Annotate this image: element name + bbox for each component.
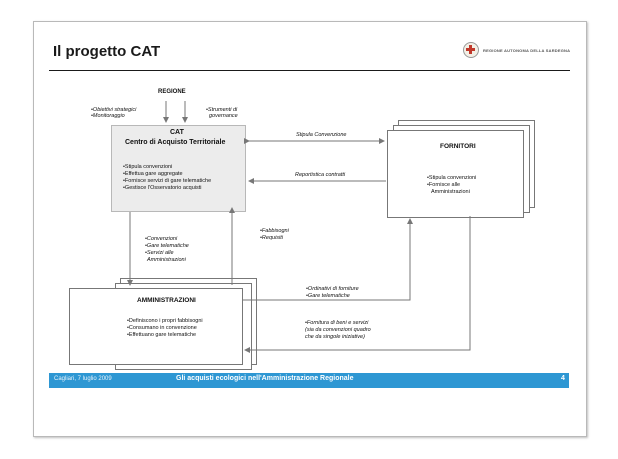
fornitori-item: •Stipula convenzioni (427, 175, 477, 181)
title-divider (49, 70, 570, 71)
region-seal-icon (463, 42, 479, 58)
cat-item: •Gestisce l'Osservatorio acquisti (123, 185, 202, 191)
slide-title: Il progetto CAT (53, 43, 161, 60)
flow-label-amm-to-forn: •Gare telematiche (306, 293, 350, 299)
footer-bar (49, 373, 569, 388)
flow-label-forn-to-amm: (sia da convenzioni quadro (305, 327, 371, 333)
footer-title: Gli acquisti ecologici nell'Amministrazi… (176, 375, 354, 382)
page-number: 4 (561, 375, 565, 382)
flow-label-cat-to-amm: •Gare telematiche (145, 243, 189, 249)
flow-label-amm-to-cat: •Fabbisogni (260, 228, 289, 234)
regione-item: •Obiettivi strategici (91, 107, 137, 113)
regione-item: •Strumenti di (206, 107, 238, 113)
amministrazioni-card (69, 288, 243, 365)
flow-label-amm-to-forn: •Ordinativi di forniture (306, 286, 359, 292)
amministrazioni-item: •Definiscono i propri fabbisogni (127, 318, 203, 324)
fornitori-title: FORNITORI (440, 143, 476, 150)
regione-title: REGIONE (158, 89, 186, 95)
fornitori-card (387, 130, 524, 218)
regione-item: governance (209, 113, 238, 119)
amministrazioni-item: •Consumano in convenzione (127, 325, 197, 331)
cat-title: CAT (170, 129, 184, 136)
flow-label-reportistica: Reportistica contratti (295, 172, 346, 178)
cat-item: •Stipula convenzioni (123, 164, 173, 170)
region-logo: REGIONE AUTONOMA DELLA SARDEGNA (463, 42, 570, 58)
flow-label-cat-to-amm: Amministrazioni (147, 257, 186, 263)
regione-item: •Monitoraggio (91, 113, 125, 119)
region-logo-text: REGIONE AUTONOMA DELLA SARDEGNA (483, 47, 571, 53)
amm-to-forn-arrow (243, 218, 413, 301)
forn-to-amm-arrow (244, 216, 471, 353)
fornitori-item: •Fornisce alle (427, 182, 461, 188)
flow-label-stipula: Stipula Convenzione (296, 132, 347, 138)
cat-subtitle: Centro di Acquisto Territoriale (125, 139, 226, 146)
fornitori-item: Amministrazioni (431, 189, 470, 195)
flow-label-cat-to-amm: •Servizi alle (145, 250, 174, 256)
footer-date: Cagliari, 7 luglio 2009 (54, 376, 112, 382)
amministrazioni-title: AMMINISTRAZIONI (137, 297, 196, 304)
cat-item: •Fornisce servizi di gare telematiche (123, 178, 212, 184)
cat-box (111, 125, 246, 212)
flow-label-forn-to-amm: che da singole iniziative) (305, 334, 365, 340)
amministrazioni-item: •Effettuano gare telematiche (127, 332, 197, 338)
flow-label-cat-to-amm: •Convenzioni (145, 236, 178, 242)
flow-label-forn-to-amm: •Fornitura di beni e servizi (305, 320, 369, 326)
cat-item: •Effettua gare aggregate (123, 171, 183, 177)
flow-label-amm-to-cat: •Requisiti (260, 235, 284, 241)
